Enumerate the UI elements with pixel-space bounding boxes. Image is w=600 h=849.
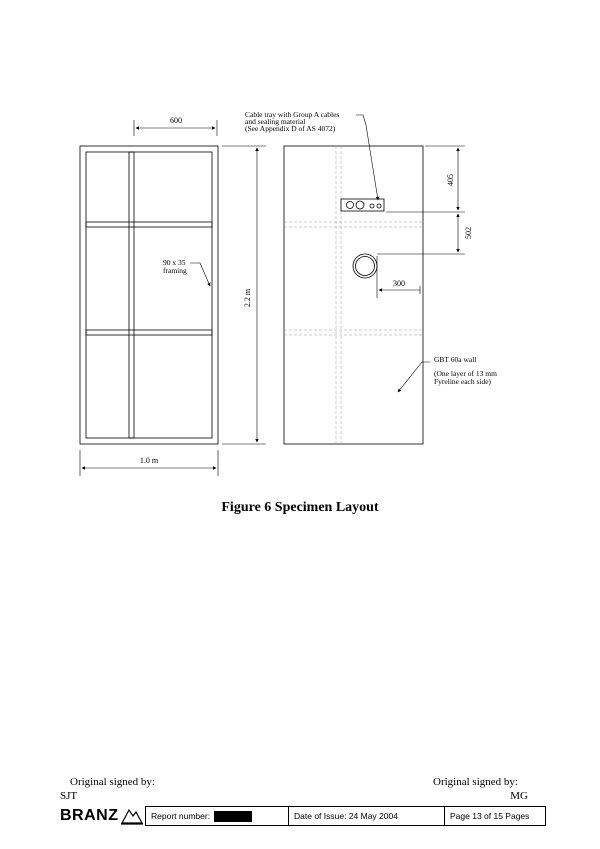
- page-number-label: Page 13 of 15 Pages: [450, 811, 530, 821]
- house-logo-icon: [120, 808, 143, 825]
- framing-elevation: [79, 145, 219, 445]
- wall-note-line2: (One layer of 13 mm: [434, 369, 497, 378]
- date-of-issue-label: Date of Issue: 24 May 2004: [294, 811, 398, 821]
- dimension-600-label: 600: [170, 116, 182, 125]
- framing-label-line2: framing: [163, 266, 187, 275]
- dimension-2-2m-label: 2.2 m: [243, 288, 252, 307]
- dimension-300: [376, 256, 421, 298]
- page-footer: BRANZ Report number: Date of Issue: 24 M…: [60, 806, 546, 826]
- wall-note-line1: GBT 60a wall: [434, 355, 476, 364]
- signature-right-label: Original signed by:: [433, 776, 518, 788]
- wall-note-leader: [397, 361, 430, 393]
- dimension-2-2m: [222, 145, 266, 445]
- dimension-502-label: 502: [464, 227, 473, 239]
- branz-logo-text: BRANZ: [60, 807, 119, 824]
- page-number-cell: Page 13 of 15 Pages: [445, 807, 545, 825]
- cable-note-line1: Cable tray with Group A cables: [245, 110, 339, 119]
- framing-leader: [190, 262, 211, 287]
- dimension-600: [133, 120, 218, 136]
- wall-note-line3: Fyreline each side): [434, 377, 492, 386]
- framing-label-line1: 90 x 35: [163, 258, 186, 267]
- figure-caption: Figure 6 Specimen Layout: [221, 500, 379, 515]
- signature-right: Original signed by: MG: [433, 775, 538, 803]
- specimen-layout-drawing: 600 1.0 m 2.2 m 90 x 35 framing: [79, 110, 497, 476]
- dimension-1m-label: 1.0 m: [140, 456, 159, 465]
- dimension-502: [377, 213, 465, 255]
- dimension-300-label: 300: [393, 279, 405, 288]
- cable-note-line2: and sealing material: [245, 117, 305, 126]
- signature-left-name: SJT: [60, 790, 78, 802]
- signature-left-label: Original signed by:: [70, 776, 155, 788]
- cable-tray: [340, 198, 385, 212]
- dimension-405-label: 405: [446, 174, 455, 186]
- branz-logo: BRANZ: [60, 806, 145, 826]
- report-number-label: Report number:: [151, 811, 211, 821]
- footer-info-table: Report number: Date of Issue: 24 May 200…: [145, 806, 546, 826]
- redacted-report-number: [214, 810, 253, 822]
- signature-left: Original signed by: SJT: [60, 775, 155, 803]
- dimension-405: [386, 145, 465, 213]
- pipe-penetration: [352, 253, 378, 279]
- date-of-issue-cell: Date of Issue: 24 May 2004: [289, 807, 445, 825]
- cable-note-line3: (See Appendix D of AS 4072): [245, 124, 336, 133]
- wall-elevation: [283, 145, 424, 445]
- signature-right-name: MG: [510, 790, 528, 802]
- report-number-cell: Report number:: [146, 807, 289, 825]
- dimension-1m: [79, 450, 219, 476]
- cable-note-leader: [356, 114, 380, 201]
